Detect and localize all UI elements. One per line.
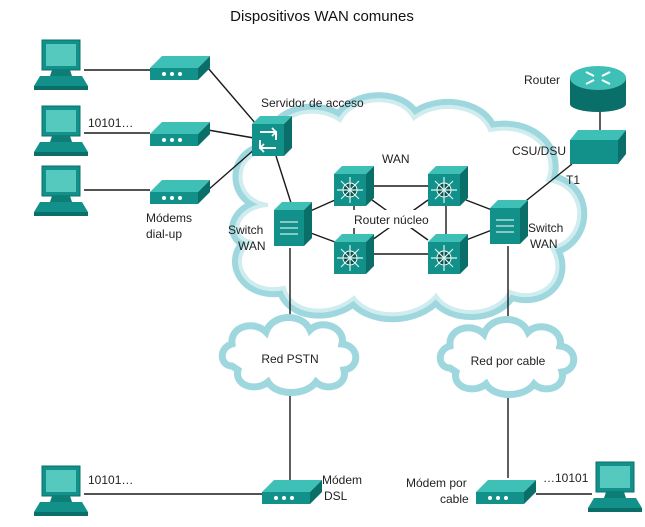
core-router-icon — [427, 165, 469, 207]
switch-right-label-1: Switch — [528, 221, 563, 235]
bits-label-bottom-left: 10101… — [88, 473, 133, 487]
modem-icon — [476, 480, 536, 504]
core-router-label: Router núcleo — [354, 213, 429, 227]
switch-right-label-2: WAN — [530, 237, 558, 251]
switch-left-label-1: Switch — [228, 223, 263, 237]
pc-icon — [33, 165, 89, 217]
dsl-modem-label-1: Módem — [322, 473, 362, 487]
access-server-icon — [252, 116, 292, 156]
router-label: Router — [524, 73, 560, 87]
router-icon — [570, 66, 626, 112]
access-server-label: Servidor de acceso — [261, 96, 364, 110]
csu-dsu-label: CSU/DSU — [512, 144, 566, 158]
pc-icon — [587, 461, 643, 513]
pc-icon — [33, 39, 89, 91]
bits-label: 10101… — [88, 116, 133, 130]
pc-icon — [33, 105, 89, 157]
wan-cloud-icon — [229, 92, 588, 323]
diagram-title: Dispositivos WAN comunes — [230, 8, 414, 25]
dialup-modems-label-1: Módems — [146, 211, 192, 225]
pc-icon — [33, 465, 89, 517]
pstn-label: Red PSTN — [261, 352, 318, 366]
wan-label: WAN — [382, 152, 410, 166]
dialup-modems-label-2: dial-up — [146, 227, 182, 241]
cable-modem-label-2: cable — [440, 492, 469, 506]
core-router-icon — [333, 165, 375, 207]
modem-icon — [262, 480, 322, 504]
modem-icon — [150, 56, 210, 80]
core-router-icon — [333, 233, 375, 275]
switch-left-label-2: WAN — [238, 239, 266, 253]
modem-icon — [150, 180, 210, 204]
bits-label-bottom-right: …10101 — [543, 471, 589, 485]
cable-network-label: Red por cable — [471, 354, 546, 368]
core-router-icon — [427, 233, 469, 275]
switch-icon — [489, 199, 529, 245]
cable-modem-label-1: Módem por — [406, 476, 467, 490]
dsl-modem-label-2: DSL — [324, 489, 348, 503]
t1-label: T1 — [566, 173, 580, 187]
csu-dsu-icon — [570, 130, 626, 164]
switch-icon — [273, 201, 313, 247]
modem-icon — [150, 122, 210, 146]
